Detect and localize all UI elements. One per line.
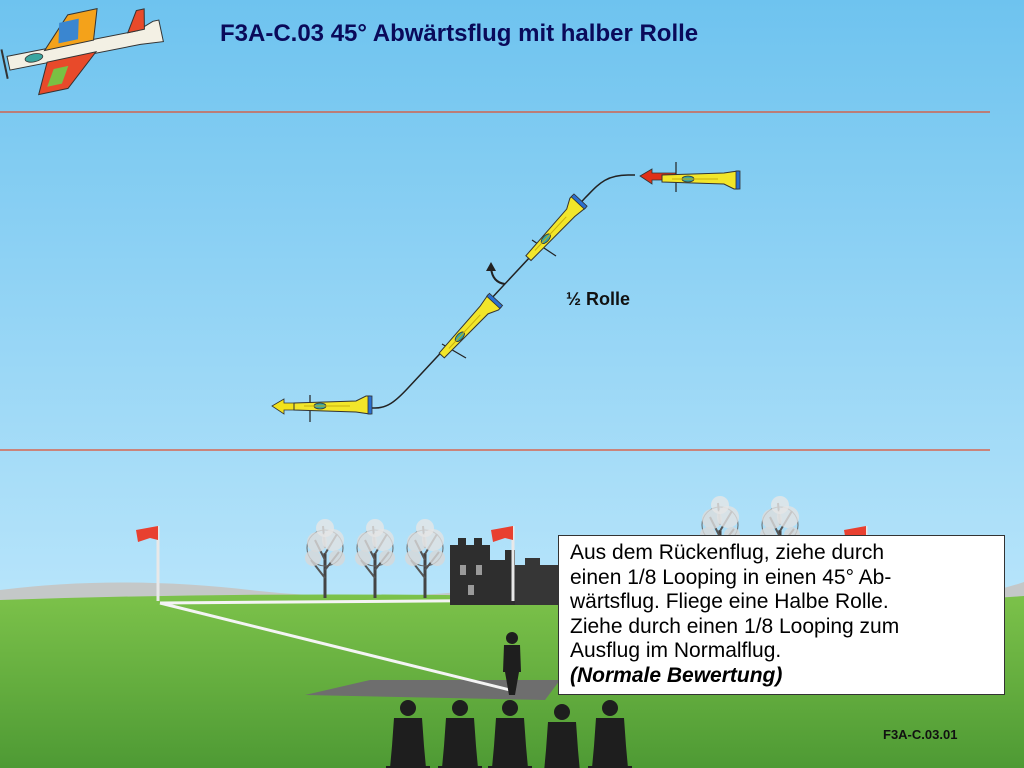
pilot-figure — [503, 632, 521, 695]
runway — [305, 680, 560, 700]
description-line: wärtsflug. Fliege eine Halbe Rolle. — [570, 590, 889, 613]
description-line: Ziehe durch einen 1/8 Looping zum — [570, 614, 900, 638]
description-line: Aus dem Rückenflug, ziehe durch — [570, 541, 885, 564]
figure-code: F3A-C.03.01 — [883, 727, 958, 742]
aerobatic-airplane-icon — [0, 7, 164, 96]
boundary-line-left — [159, 601, 511, 692]
curved-arrow-icon — [486, 262, 506, 285]
castle-silhouette — [450, 538, 560, 605]
description-box: Aus dem Rückenflug, ziehe durch einen 1/… — [558, 535, 1005, 695]
description-line: einen 1/8 Looping in einen 45° Ab- — [570, 565, 892, 589]
page-title: F3A-C.03 45° Abwärtsflug mit halber Roll… — [220, 20, 699, 47]
roll-label: ½ Rolle — [566, 289, 631, 309]
description-line: Ausflug im Normalflug. — [570, 639, 782, 662]
scoring-note: (Normale Bewertung) — [570, 663, 783, 687]
flight-path — [355, 174, 635, 409]
